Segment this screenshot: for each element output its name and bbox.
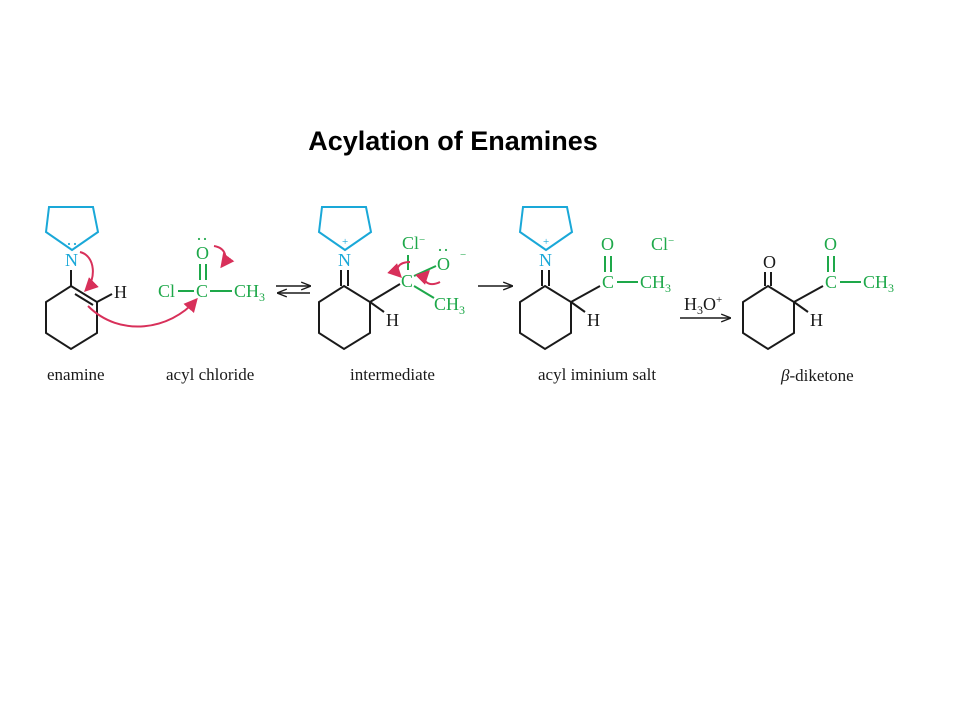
- intermediate-label: intermediate: [350, 365, 435, 384]
- ring-c-bond: [570, 285, 601, 303]
- cyclohexene-ring: [45, 284, 98, 351]
- intermediate-chlorine: Cl−: [402, 233, 425, 253]
- double-bond-line: [74, 293, 94, 306]
- ring-h-bond: [369, 301, 385, 313]
- intermediate-methyl: CH3: [434, 294, 465, 317]
- ring-h-bond: [793, 301, 809, 313]
- cyclohexane-ring: [519, 284, 572, 351]
- acyl-oxygen-lone-pair-top: ··: [196, 229, 208, 249]
- acyl-carbon: C: [196, 281, 208, 301]
- tetrahedral-carbon: C: [401, 271, 413, 291]
- beta-diketone-label: β-diketone: [780, 366, 854, 385]
- iminium-hydrogen: H: [587, 310, 600, 330]
- iminium-charge: +: [543, 236, 549, 248]
- hydrolysis-arrow: H3O+: [680, 294, 730, 318]
- enamine-lone-pair: ··: [66, 234, 78, 254]
- equilibrium-arrow: [276, 286, 310, 293]
- alkoxide-lone-pair: ··: [437, 240, 449, 260]
- chloride-leave-arrow: [387, 261, 411, 278]
- acyl-chlorine: Cl: [158, 281, 175, 301]
- acyl-methyl: CH3: [234, 281, 265, 304]
- acyl-chloride-label: acyl chloride: [166, 365, 254, 384]
- c-ch3-bond: [413, 285, 435, 299]
- acyl-oxygen: O: [196, 243, 209, 263]
- enamine-molecule: N ·· H enamine: [44, 206, 198, 384]
- alkoxide-charge: −: [460, 249, 466, 261]
- acetyl-oxygen: O: [824, 234, 837, 254]
- diketone-hydrogen: H: [810, 310, 823, 330]
- ring-c-bond: [793, 285, 824, 303]
- h-bond: [96, 293, 113, 303]
- hydronium-reagent: H3O+: [684, 294, 722, 317]
- acyl-carbon: C: [602, 272, 614, 292]
- cyclohexane-ring: [318, 284, 371, 351]
- intermediate-hydrogen: H: [386, 310, 399, 330]
- carbonyl-arrow: [213, 245, 235, 269]
- intermediate-molecule: + N H C Cl− O ·· − CH3 intermediate: [317, 206, 466, 384]
- pyrrolidine-ring: [44, 206, 100, 252]
- intermediate-nitrogen: N: [338, 250, 351, 270]
- lone-pair-arrow: [79, 251, 99, 292]
- acyl-chloride-molecule: O ·· Cl C CH3 acyl chloride: [158, 229, 265, 384]
- beta-diketone-molecule: O H C O CH3 β-diketone: [742, 234, 894, 385]
- reform-carbonyl-arrow: [415, 270, 441, 286]
- cyclohexanone-ring: [742, 284, 795, 351]
- acyl-iminium-label: acyl iminium salt: [538, 365, 656, 384]
- enamine-nitrogen: N: [65, 250, 78, 270]
- page-title: Acylation of Enamines: [308, 126, 598, 156]
- ring-c-bond: [369, 283, 401, 303]
- acyl-iminium-molecule: + N H C O CH3 Cl− acyl iminium salt: [518, 206, 674, 384]
- acetyl-carbon: C: [825, 272, 837, 292]
- alkoxide-oxygen: O: [437, 254, 450, 274]
- chloride-counterion: Cl−: [651, 234, 674, 254]
- pi-bond-arrow: [87, 297, 198, 328]
- pyrrolidine-ring: [317, 206, 373, 252]
- iminium-nitrogen: N: [539, 250, 552, 270]
- ring-ketone-oxygen: O: [763, 252, 776, 272]
- acetyl-methyl: CH3: [863, 272, 894, 295]
- pyrrolidine-ring: [518, 206, 574, 252]
- enamine-label: enamine: [47, 365, 105, 384]
- acyl-oxygen: O: [601, 234, 614, 254]
- acyl-methyl: CH3: [640, 272, 671, 295]
- iminium-charge: +: [342, 236, 348, 248]
- ring-h-bond: [570, 301, 586, 313]
- enamine-hydrogen: H: [114, 282, 127, 302]
